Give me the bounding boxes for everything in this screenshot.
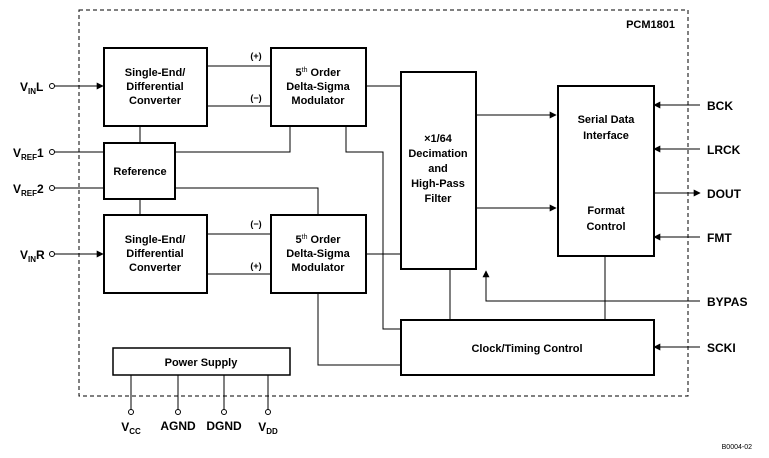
modulator-l-line2: Delta-Sigma (286, 81, 350, 93)
serial-line2: Interface (583, 130, 629, 142)
reference-block: Reference (103, 142, 176, 200)
converter-r-line1: Single-End/ (125, 234, 186, 246)
document-id: B0004-02 (722, 444, 752, 451)
decimation-line3: and (428, 163, 448, 175)
decimation-line4: High-Pass (411, 178, 465, 190)
decimation-line1: ×1/64 (424, 133, 453, 145)
pin-terminals (49, 83, 271, 415)
converter-l-line1: Single-End/ (125, 67, 186, 79)
modulator-r-line1: 5th Order (296, 234, 342, 246)
modulator-l-line1: 5th Order (296, 67, 342, 79)
reference-label: Reference (113, 166, 166, 178)
modulator-l-block: 5th Order Delta-Sigma Modulator (270, 47, 367, 127)
pin-agnd: AGND (160, 419, 196, 433)
pin-vinr: VINR (20, 248, 45, 264)
pin-vref1: VREF1 (13, 146, 44, 162)
pin-scki: SCKI (707, 341, 736, 355)
pin-dout: DOUT (707, 187, 742, 201)
serial-line1: Serial Data (578, 114, 636, 126)
polarity-top-plus: (+) (250, 51, 261, 61)
power-supply-block: Power Supply (112, 347, 291, 376)
converter-r-line3: Converter (129, 262, 182, 274)
polarity-bot-minus: (−) (250, 219, 261, 229)
pin-vcc: VCC (121, 420, 141, 436)
decimation-line2: Decimation (408, 148, 468, 160)
clock-timing-control-block: Clock/Timing Control (400, 319, 655, 376)
pin-vdd: VDD (258, 420, 278, 436)
serial-line3: Format (587, 205, 625, 217)
signal-wires (52, 65, 701, 410)
power-label: Power Supply (165, 357, 239, 369)
modulator-r-block: 5th Order Delta-Sigma Modulator (270, 214, 367, 294)
pin-bck: BCK (707, 99, 733, 113)
polarity-top-minus: (−) (250, 93, 261, 103)
pin-vref2: VREF2 (13, 182, 44, 198)
chip-name: PCM1801 (626, 19, 675, 31)
pin-fmt: FMT (707, 231, 732, 245)
serial-line4: Control (586, 221, 625, 233)
converter-l-block: Single-End/ Differential Converter (103, 47, 208, 127)
pin-lrck: LRCK (707, 143, 741, 157)
converter-l-line2: Differential (126, 81, 183, 93)
decimation-filter-block: ×1/64 Decimation and High-Pass Filter (400, 71, 477, 270)
pin-bypas: BYPAS (707, 295, 747, 309)
modulator-r-line2: Delta-Sigma (286, 248, 350, 260)
chip-boundary (78, 9, 689, 397)
clock-label: Clock/Timing Control (471, 343, 582, 355)
converter-r-block: Single-End/ Differential Converter (103, 214, 208, 294)
pin-vinl: VINL (20, 80, 43, 96)
polarity-bot-plus: (+) (250, 261, 261, 271)
converter-l-line3: Converter (129, 95, 182, 107)
pin-dgnd: DGND (206, 419, 242, 433)
modulator-r-line3: Modulator (291, 262, 345, 274)
serial-data-interface-block: Serial Data Interface Format Control (557, 85, 655, 257)
decimation-line5: Filter (425, 193, 453, 205)
modulator-l-line3: Modulator (291, 95, 345, 107)
converter-r-line2: Differential (126, 248, 183, 260)
